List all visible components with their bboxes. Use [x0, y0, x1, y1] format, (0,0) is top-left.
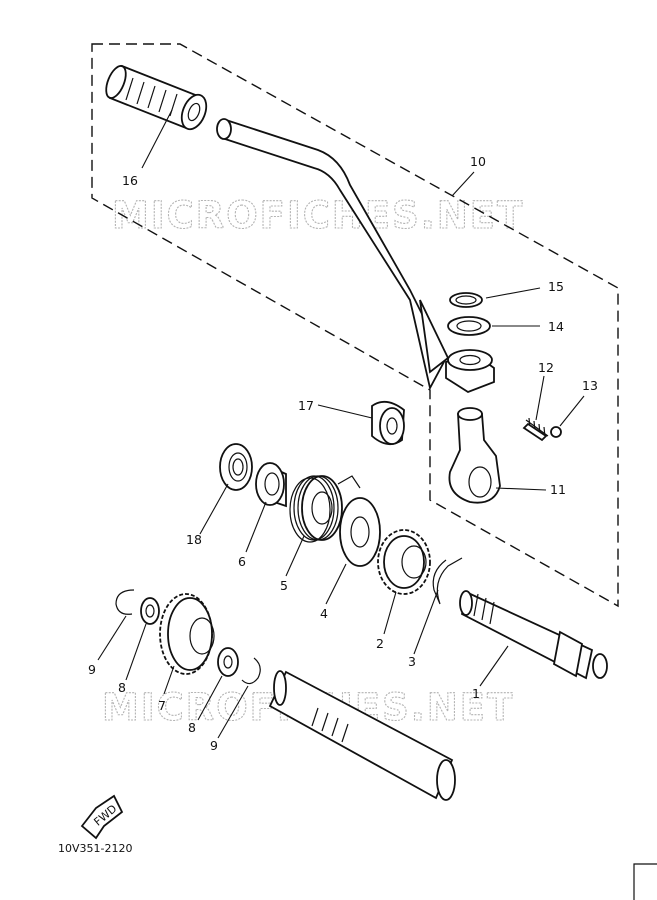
callout-17: 17 — [298, 398, 314, 413]
callout-9-left: 9 — [88, 662, 96, 677]
main-axle — [268, 670, 456, 801]
callout-9-right: 9 — [210, 738, 218, 753]
part-9-circlip-left — [115, 589, 135, 615]
part-7-wheel-gear — [159, 593, 215, 675]
part-15-circlip — [449, 292, 483, 308]
part-18-oil-seal — [219, 443, 253, 491]
callout-15: 15 — [548, 279, 564, 294]
part-16-grip — [105, 64, 208, 131]
callout-1: 1 — [472, 686, 480, 701]
forward-direction-arrow: FWD — [80, 794, 124, 840]
callout-18: 18 — [186, 532, 202, 547]
callout-8-left: 8 — [118, 680, 126, 695]
callout-numbers: 16 10 15 14 12 13 11 17 18 6 5 4 2 3 1 9… — [88, 154, 598, 753]
part-12-spring — [522, 417, 549, 442]
diagram-code: 10V351-2120 — [58, 842, 132, 855]
corner-mark — [633, 863, 657, 900]
kick-lever-boss — [445, 349, 495, 394]
leader-lines — [97, 109, 585, 739]
kick-lever-assembly-boundary — [91, 43, 619, 608]
callout-12: 12 — [538, 360, 554, 375]
part-2-kick-gear — [377, 529, 431, 595]
part-6-collar — [255, 462, 287, 508]
part-11-kick-boss — [448, 407, 501, 504]
part-8-washer-right — [217, 647, 239, 677]
callout-6: 6 — [238, 554, 246, 569]
callout-8-right: 8 — [188, 720, 196, 735]
watermark-top: MICROFICHES.NET — [112, 194, 524, 237]
part-8-washer-left — [140, 597, 160, 625]
callout-10: 10 — [470, 154, 486, 169]
part-5-torsion-spring — [289, 475, 361, 543]
callout-7: 7 — [158, 698, 166, 713]
part-9-circlip-right — [241, 657, 261, 685]
part-13-ball — [550, 426, 562, 438]
part-14-washer — [447, 316, 491, 336]
callout-2: 2 — [376, 636, 384, 651]
callout-5: 5 — [280, 578, 288, 593]
callout-3: 3 — [408, 654, 416, 669]
part-4-washer — [339, 497, 381, 567]
callout-11: 11 — [550, 482, 566, 497]
part-3-clip — [432, 557, 463, 605]
part-1-kick-shaft — [459, 590, 608, 680]
callout-16: 16 — [122, 173, 138, 188]
callout-14: 14 — [548, 319, 564, 334]
callout-4: 4 — [320, 606, 328, 621]
callout-13: 13 — [582, 378, 598, 393]
part-17-collar — [371, 400, 405, 446]
part-10-kick-lever — [216, 118, 450, 391]
